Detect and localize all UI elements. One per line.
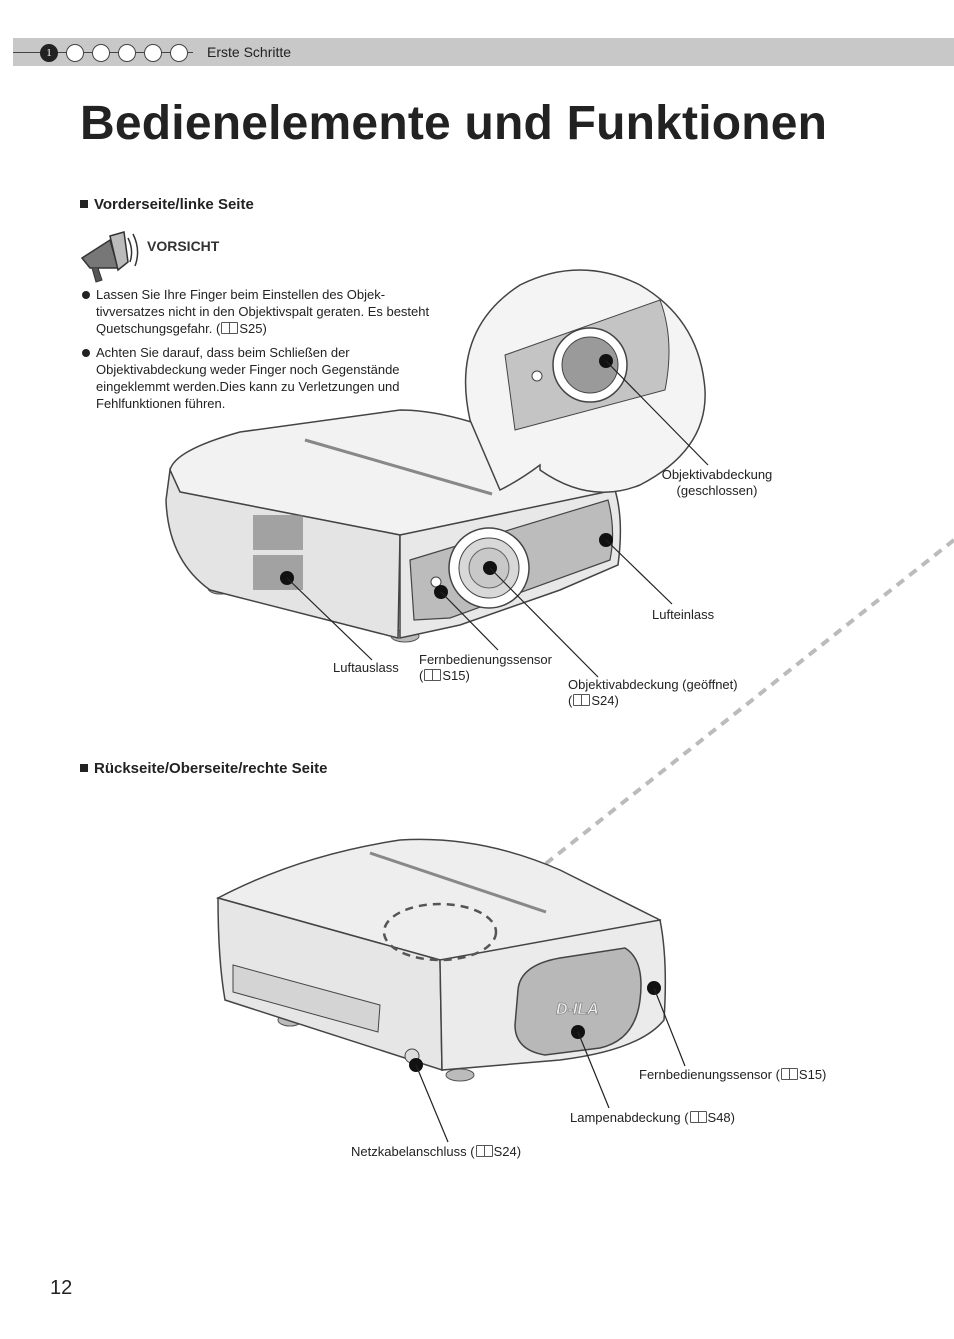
label-lens-cover-closed-line2: (geschlossen) bbox=[676, 483, 758, 498]
label-lens-cover-open: Objektivabdeckung (geöffnet) (S24) bbox=[568, 677, 738, 708]
label-air-intake: Lufteinlass bbox=[652, 607, 715, 622]
label-remote-sensor-front: Fernbedienungssensor (S15) bbox=[419, 652, 552, 683]
caution-bullet-2: Achten Sie darauf, dass beim Schließen d… bbox=[80, 344, 430, 412]
remote-signal-dashed-line bbox=[498, 538, 954, 902]
projector-rear-drawing: D-ILA bbox=[215, 838, 667, 1082]
page-title: Bedienelemente und Funktionen bbox=[80, 97, 828, 150]
label-power-connector: Netzkabelanschluss ( S24) bbox=[351, 1144, 521, 1160]
label-remote-sensor-rear-ref: S15) bbox=[798, 1067, 827, 1082]
label-lens-cover-closed: Objektivabdeckung (geschlossen) bbox=[658, 467, 776, 499]
section-heading-rear-text: Rückseite/Oberseite/rechte Seite bbox=[94, 760, 328, 777]
section-heading-front: Vorderseite/linke Seite bbox=[80, 196, 254, 213]
caution-bullet-2-text: Achten Sie darauf, dass beim Schließen d… bbox=[96, 345, 400, 411]
bullet-dot bbox=[82, 349, 90, 357]
square-bullet-icon bbox=[80, 764, 88, 772]
label-air-outlet: Luftauslass bbox=[333, 660, 399, 675]
label-lens-cover-open-text: Objektivabdeckung (geöffnet) bbox=[568, 677, 738, 692]
label-remote-sensor-front-text: Fernbedienungssensor bbox=[419, 652, 552, 667]
page-number: 12 bbox=[50, 1277, 73, 1299]
label-remote-sensor-rear-text: Fernbedienungssensor ( bbox=[639, 1067, 780, 1082]
label-power-connector-text: Netzkabelanschluss ( bbox=[351, 1144, 475, 1159]
rear-callouts bbox=[409, 981, 686, 1143]
label-lamp-cover: Lampenabdeckung ( S48) bbox=[570, 1110, 735, 1126]
step-indicator-4 bbox=[118, 44, 136, 62]
chapter-title: Erste Schritte bbox=[207, 44, 292, 60]
dila-logo: D-ILA bbox=[556, 1001, 599, 1018]
section-heading-front-text: Vorderseite/linke Seite bbox=[94, 196, 254, 213]
bullet-dot bbox=[82, 291, 90, 299]
section-heading-rear: Rückseite/Oberseite/rechte Seite bbox=[80, 760, 327, 777]
label-remote-sensor-front-ref: S15) bbox=[442, 668, 470, 683]
caution-bullet-1-ref: S25) bbox=[239, 321, 267, 336]
book-reference-icon bbox=[573, 694, 591, 706]
book-reference-icon bbox=[689, 1111, 707, 1123]
caution-bullet-1-text: Lassen Sie Ihre Finger beim Einstellen d… bbox=[96, 287, 430, 336]
label-lens-cover-open-ref: S24) bbox=[591, 693, 619, 708]
step-indicator-5 bbox=[144, 44, 162, 62]
step-indicator-3 bbox=[92, 44, 110, 62]
caution-label: VORSICHT bbox=[147, 238, 220, 254]
step-indicator-6 bbox=[170, 44, 188, 62]
square-bullet-icon bbox=[80, 200, 88, 208]
book-reference-icon bbox=[221, 322, 239, 334]
front-callouts bbox=[280, 354, 709, 678]
book-reference-icon bbox=[475, 1145, 493, 1157]
megaphone-icon bbox=[80, 231, 139, 283]
lens-zoom-detail bbox=[464, 269, 706, 494]
label-power-connector-ref: S24) bbox=[493, 1144, 522, 1159]
label-remote-sensor-rear: Fernbedienungssensor ( S15) bbox=[639, 1067, 826, 1083]
label-lens-cover-closed-line1: Objektivabdeckung bbox=[661, 467, 773, 482]
book-reference-icon bbox=[424, 669, 442, 681]
caution-bullet-1: Lassen Sie Ihre Finger beim Einstellen d… bbox=[80, 286, 430, 337]
step-indicator-1: 1 bbox=[40, 44, 58, 62]
label-lamp-cover-ref: S48) bbox=[707, 1110, 735, 1125]
label-lamp-cover-text: Lampenabdeckung ( bbox=[570, 1110, 689, 1125]
book-reference-icon bbox=[780, 1068, 798, 1080]
step-indicator-2 bbox=[66, 44, 84, 62]
